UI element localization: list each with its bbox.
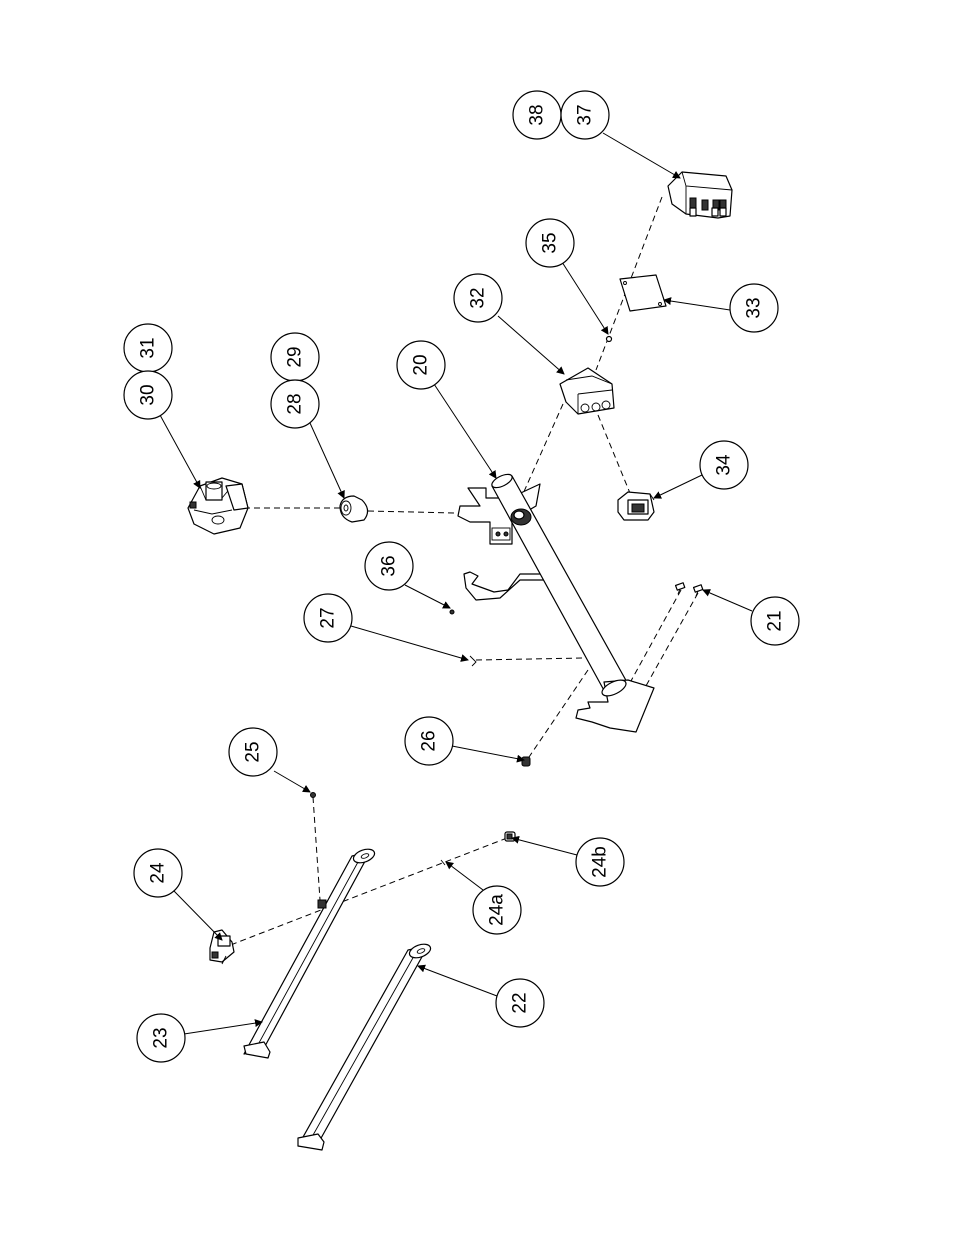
callout-36: 36 (364, 541, 414, 591)
callout-28-label: 28 (285, 393, 306, 414)
callout-24: 24 (133, 848, 183, 898)
nut-26 (521, 756, 531, 767)
connector-24b (504, 831, 516, 842)
callout-31-label: 31 (138, 337, 159, 358)
callout-33: 33 (729, 283, 779, 333)
screw-35 (605, 335, 613, 343)
callout-35-label: 35 (540, 232, 561, 253)
callout-38: 38 (512, 90, 562, 140)
callout-29: 29 (270, 332, 320, 382)
pin-24a (440, 859, 446, 866)
callout-25-label: 25 (243, 741, 264, 762)
callout-26: 26 (404, 716, 454, 766)
junction-box-32 (559, 367, 615, 415)
callout-25: 25 (228, 727, 278, 777)
fitting-30-31 (187, 477, 249, 535)
callout-36-label: 36 (379, 555, 400, 576)
callout-31: 31 (123, 323, 173, 373)
callout-24-label: 24 (148, 862, 169, 884)
callout-35: 35 (525, 218, 575, 268)
tube-23 (243, 848, 376, 1059)
callout-38-label: 38 (527, 104, 548, 125)
clip-27 (469, 655, 477, 667)
callout-34: 34 (699, 440, 749, 490)
callout-29-label: 29 (285, 346, 306, 367)
callout-21: 21 (750, 596, 800, 646)
callout-24a: 24a (472, 885, 522, 935)
switch-34 (617, 491, 655, 521)
callout-30: 30 (123, 370, 173, 420)
callout-37: 37 (560, 90, 610, 140)
callout-20-label: 20 (411, 354, 432, 375)
callout-28: 28 (270, 379, 320, 429)
callout-23-label: 23 (151, 1027, 172, 1048)
leader-lines (159, 132, 753, 1035)
callout-33-label: 33 (744, 297, 765, 318)
callout-37-label: 37 (575, 104, 596, 125)
callout-24b: 24b (575, 837, 625, 887)
callout-27-label: 27 (318, 607, 339, 628)
callout-24a-label: 24a (487, 894, 508, 926)
callout-34-label: 34 (714, 454, 735, 476)
callout-23: 23 (136, 1013, 186, 1063)
callout-24b-label: 24b (590, 846, 611, 878)
callout-26-label: 26 (419, 730, 440, 751)
lamp-holder-24 (209, 929, 235, 965)
bushing-28-29 (339, 495, 369, 523)
callout-21-label: 21 (765, 610, 786, 631)
main-frame-20 (457, 473, 655, 733)
callout-30-label: 30 (138, 384, 159, 405)
callout-27: 27 (303, 593, 353, 643)
screw-25 (310, 792, 316, 798)
callout-32: 32 (453, 273, 503, 323)
tube-22 (297, 943, 432, 1151)
terminal-block-37-38 (667, 171, 733, 219)
callout-32-label: 32 (468, 287, 489, 308)
cover-plate-33 (619, 274, 667, 312)
callout-20: 20 (396, 340, 446, 390)
callout-22-label: 22 (510, 992, 531, 1013)
callout-22: 22 (495, 978, 545, 1028)
screw-36 (449, 609, 455, 615)
screws-21 (674, 582, 704, 597)
